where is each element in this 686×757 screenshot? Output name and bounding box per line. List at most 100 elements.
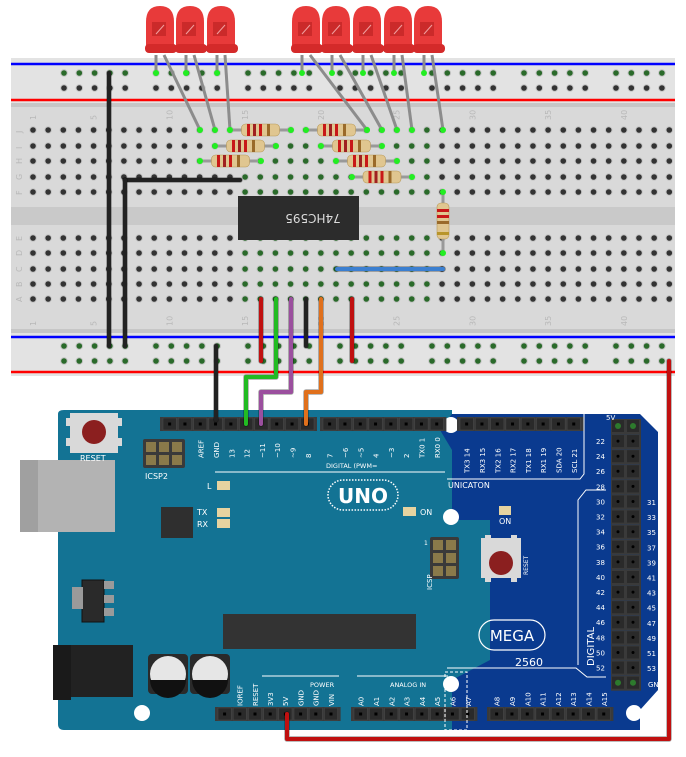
led-rim (175, 44, 207, 53)
breadboard-hole (89, 280, 98, 288)
rail-hole (642, 84, 651, 92)
rail-hole (612, 69, 620, 77)
header-pin-hole (602, 712, 606, 716)
icsp-pin[interactable] (146, 455, 156, 465)
breadboard-hole (165, 126, 174, 134)
header-pin-hole (405, 712, 409, 716)
breadboard-hole (620, 173, 628, 181)
breadboard-hole (514, 157, 522, 165)
breadboard-hole (241, 265, 249, 273)
icsp-pin[interactable] (172, 455, 182, 465)
breadboard-hole (423, 157, 431, 165)
rail-hole (121, 84, 129, 92)
header-pin-hole (631, 515, 635, 519)
breadboard-hole (165, 249, 174, 257)
digital-pin-label: GND (213, 442, 221, 458)
breadboard-hole (635, 173, 643, 181)
analog-pin-label: A11 (540, 692, 548, 706)
mega-digital-label-right: 35 (647, 529, 656, 537)
header-pin-hole (631, 545, 635, 549)
breadboard-hole (180, 280, 189, 288)
led-die (328, 22, 342, 36)
breadboard-hole (407, 234, 416, 242)
icsp-pin[interactable] (433, 566, 443, 576)
led-die (213, 22, 227, 36)
led-l-indicator (217, 481, 230, 490)
breadboard-hole (529, 234, 537, 242)
rail-hole (382, 69, 390, 77)
breadboard-hole (44, 188, 52, 196)
breadboard-hole (59, 173, 68, 181)
icsp-pin[interactable] (433, 553, 443, 563)
resistor-band (259, 124, 262, 136)
breadboard-hole (423, 295, 431, 303)
rail-hole (305, 357, 314, 365)
clock-wire-pin8[interactable] (304, 297, 323, 426)
mega-digital-label-left: 32 (596, 514, 605, 522)
header-pin-hole (238, 712, 242, 716)
latch-wire-pin11[interactable] (259, 297, 293, 426)
led-6 (352, 6, 384, 53)
reset-button[interactable] (66, 413, 122, 453)
breadboard-hole (635, 249, 643, 257)
column-number: 30 (468, 110, 477, 120)
rail-hole (550, 69, 559, 77)
resistor-band (252, 140, 255, 152)
icsp-pin[interactable] (159, 442, 169, 452)
resistor-3 (211, 154, 250, 168)
icsp-pin[interactable] (446, 540, 456, 550)
breadboard-hole (165, 188, 174, 196)
breadboard-hole (514, 173, 522, 181)
resistor-band (374, 171, 378, 183)
breadboard-hole (317, 188, 325, 196)
analog-pin-label: A5 (434, 697, 442, 706)
breadboard-hole (589, 126, 598, 134)
icsp-pin[interactable] (446, 553, 456, 563)
rail-hole (244, 357, 252, 365)
breadboard-hole (453, 249, 462, 257)
rail-hole (75, 357, 84, 365)
breadboard-hole (89, 234, 98, 242)
icsp-pin[interactable] (146, 442, 156, 452)
breadboard-hole (256, 173, 265, 181)
breadboard-hole (529, 173, 537, 181)
rail-hole (458, 342, 467, 350)
communication-pin-label: TX3 14 (464, 448, 472, 474)
breadboard-hole (301, 142, 310, 150)
led-anode-leg (162, 54, 202, 131)
rail-hole (443, 357, 452, 365)
breadboard-hole (559, 173, 568, 181)
icsp-pin[interactable] (159, 455, 169, 465)
resistor-band (353, 155, 356, 167)
icsp-header (430, 537, 459, 579)
icsp-pin[interactable] (172, 442, 182, 452)
breadboard-hole (438, 280, 446, 288)
breadboard-hole (635, 234, 643, 242)
supply-wire-5v[interactable] (285, 359, 671, 741)
breadboard-hole (332, 188, 340, 196)
icsp-pin[interactable] (433, 540, 443, 550)
resistor-band (247, 124, 250, 136)
breadboard-hole (574, 265, 583, 273)
uno-board-body (58, 410, 490, 730)
header-pin-hole (420, 712, 424, 716)
resistor-4-endpoint (303, 127, 309, 133)
breadboard-hole (574, 157, 583, 165)
rail-hole (366, 69, 375, 77)
breadboard-hole (665, 280, 674, 288)
breadboard-hole (29, 173, 37, 181)
breadboard-hole (241, 295, 249, 303)
rail-hole (520, 342, 528, 350)
breadboard-hole (483, 142, 492, 150)
mega-reset-button[interactable] (481, 535, 521, 582)
breadboard-hole (498, 234, 507, 242)
breadboard-hole (362, 234, 371, 242)
header-pin-hole (495, 712, 499, 716)
icsp-pin[interactable] (446, 566, 456, 576)
rail-hole (213, 84, 221, 92)
rail-hole (520, 69, 528, 77)
header-pin-hole (631, 560, 635, 564)
rail-hole (382, 342, 390, 350)
breadboard-hole (226, 234, 234, 242)
data-wire-pin12[interactable] (244, 297, 278, 426)
